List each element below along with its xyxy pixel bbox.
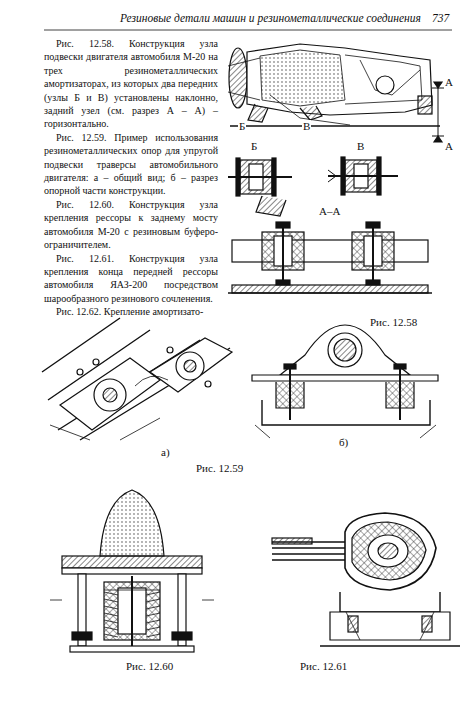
mount-b [228, 158, 292, 216]
page-number: 737 [432, 12, 449, 25]
detail-mark: Б [250, 140, 258, 152]
caption-paragraph: Рис. 12.60. Конструкция узла крепления р… [44, 198, 218, 252]
header-rule [44, 30, 452, 31]
bushing-ring [104, 592, 160, 595]
caption-paragraph: Рис. 12.61. Конструкция узла крепления к… [44, 252, 218, 306]
figure-label: Рис. 12.61 [300, 660, 347, 672]
figure-label: Рис. 12.58 [370, 316, 417, 328]
figure-strokes [42, 30, 460, 652]
detail-mark: Б [238, 120, 246, 132]
section-mark: А [444, 76, 454, 88]
bushing-ring [104, 606, 160, 609]
detail-mark: В [302, 120, 311, 132]
engine-view [228, 44, 444, 142]
running-head: Резиновые детали машин и резинометалличе… [120, 12, 421, 25]
support-section [252, 325, 438, 438]
view-mark: а) [160, 446, 171, 458]
caption-paragraph: Рис. 12.62. Крепление амортизато- [44, 305, 218, 318]
caption-paragraph: Рис. 12.58. Конструкция узла подвески дв… [44, 37, 218, 131]
bushing-ring [104, 613, 160, 616]
mount-v [328, 157, 398, 195]
section-mark: А [444, 140, 454, 152]
engine-traverse-view [42, 318, 232, 440]
bushing-rings [104, 592, 160, 637]
section-title: А–А [318, 205, 341, 217]
caption-paragraph: Рис. 12.59. Пример использования резином… [44, 131, 218, 198]
bushing-ring [104, 627, 160, 630]
detail-mark: В [356, 140, 365, 152]
rear-spring-mount [50, 490, 214, 652]
bushing-ring [104, 620, 160, 623]
view-mark: б) [338, 436, 349, 448]
bushing-ring [104, 634, 160, 637]
figure-label: Рис. 12.59 [196, 462, 243, 474]
bushing-ring [104, 599, 160, 602]
front-spring-ball-joint [272, 513, 460, 646]
text-column: Рис. 12.58. Конструкция узла подвески дв… [44, 37, 218, 319]
figure-label: Рис. 12.60 [126, 660, 173, 672]
section-a-a [228, 222, 432, 293]
